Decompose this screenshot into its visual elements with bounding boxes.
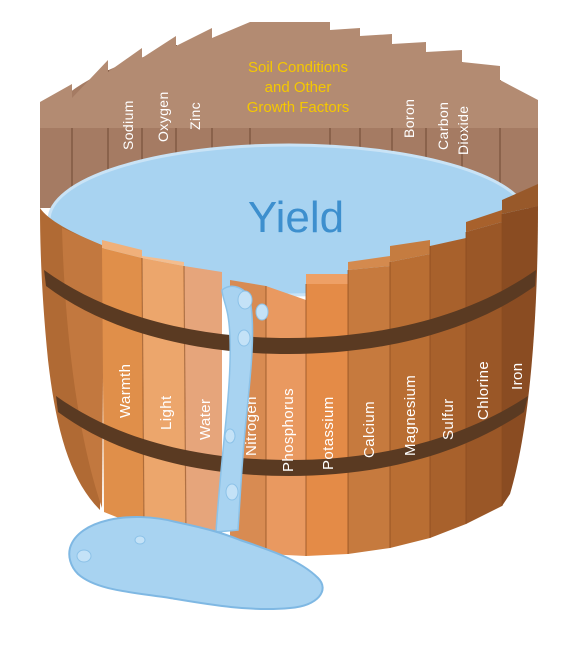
stave-top — [466, 210, 502, 232]
stave-top — [102, 240, 142, 258]
stave-top — [390, 240, 430, 262]
water-droplet — [237, 329, 251, 347]
stave-iron — [502, 206, 538, 506]
front-stave-label: Sulfur — [440, 398, 457, 440]
stave-top — [142, 256, 184, 266]
water-stream — [215, 285, 254, 533]
front-stave-label: Warmth — [117, 364, 134, 418]
front-stave-label: Calcium — [361, 401, 378, 458]
water-droplet — [255, 303, 269, 321]
front-stave-label: Water — [197, 399, 214, 440]
back-stave-tops — [40, 22, 538, 128]
front-stave-label: Iron — [509, 363, 526, 390]
upper-band — [44, 270, 536, 354]
water-droplet — [224, 428, 236, 444]
front-stave-labels: Warmth Light Water Nitrogen Phosphorus P… — [117, 361, 526, 472]
front-stave-dividers — [141, 214, 503, 556]
front-stave-label: Potassium — [320, 396, 337, 470]
water-puddle — [68, 516, 324, 611]
center-heading-line: Growth Factors — [247, 99, 350, 116]
back-stave-labels: Sodium Oxygen Zinc Boron Carbon Dioxide — [120, 91, 471, 155]
center-heading-line: and Other — [265, 79, 332, 96]
water-overflow — [68, 285, 324, 611]
stave-top — [348, 256, 390, 270]
water-droplet — [134, 535, 146, 545]
front-stave-label: Light — [158, 395, 175, 430]
front-stave-label: Chlorine — [475, 361, 492, 420]
back-stave-label: Dioxide — [455, 106, 471, 156]
back-stave-label: Sodium — [120, 100, 136, 150]
front-stave-label: Phosphorus — [280, 388, 297, 472]
center-heading-line: Soil Conditions — [248, 59, 348, 76]
stave-top — [502, 184, 538, 214]
front-stave-label: Magnesium — [402, 375, 419, 456]
back-stave-label: Boron — [401, 99, 417, 138]
stave-sulfur — [430, 238, 466, 538]
lower-band — [56, 396, 528, 476]
water-droplet — [76, 549, 92, 563]
center-heading: Soil Conditions and Other Growth Factors — [247, 59, 350, 116]
back-stave-label: Carbon — [435, 102, 451, 150]
water-droplet — [225, 483, 239, 501]
back-stave-label: Zinc — [187, 102, 203, 130]
barrel-bands — [44, 270, 536, 476]
stave-top — [306, 274, 348, 284]
back-stave-label: Oxygen — [155, 91, 171, 142]
water-droplet — [237, 290, 253, 310]
yield-title: Yield — [248, 193, 344, 242]
